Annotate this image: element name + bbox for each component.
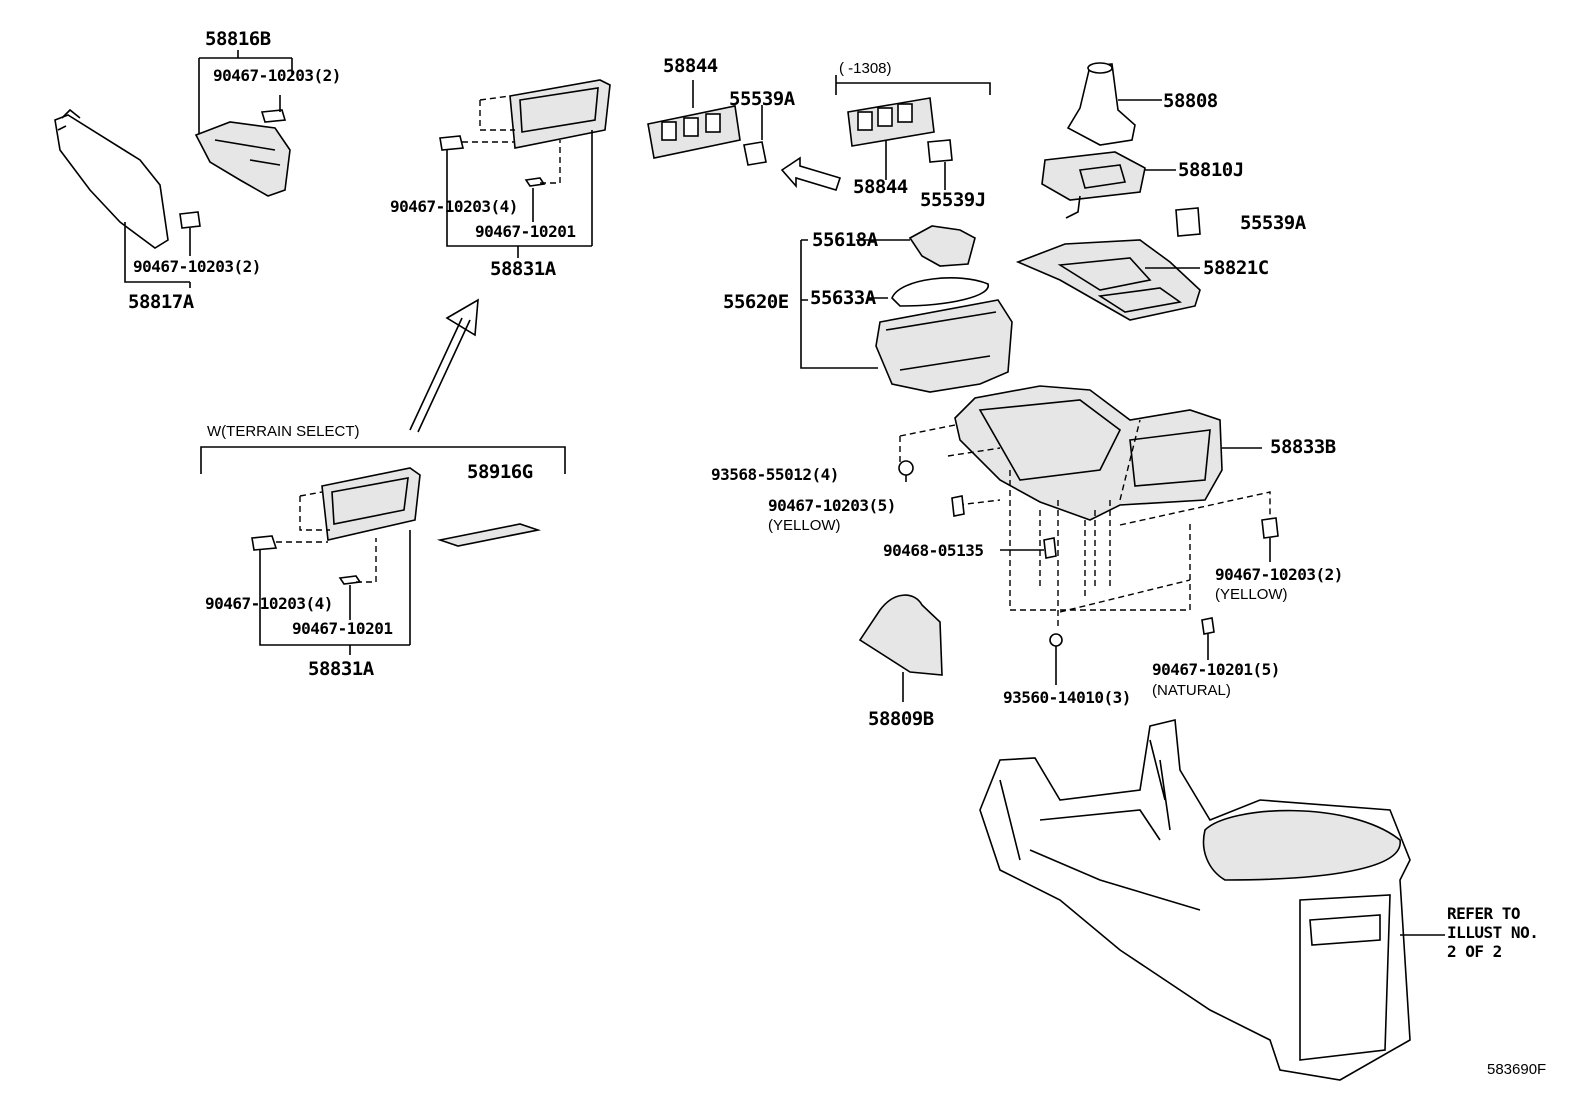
label-90467-10203-4-b: 90467-10203(4) — [205, 594, 333, 613]
label-55633A: 55633A — [810, 287, 876, 309]
label-2-of-2: 2 OF 2 — [1447, 942, 1502, 961]
label-58833B: 58833B — [1270, 436, 1336, 458]
label-58831A-a: 58831A — [490, 258, 556, 280]
label-58808: 58808 — [1163, 90, 1218, 112]
label-90467-10201-b: 90467-10201 — [292, 619, 393, 638]
label-58816B: 58816B — [205, 28, 271, 50]
part-58809B-cover — [858, 594, 943, 702]
part-58810J-bezel — [1041, 151, 1201, 237]
label-58844-a: 58844 — [663, 55, 718, 77]
label-90468-05135: 90468-05135 — [883, 541, 984, 560]
label-illust-no: ILLUST NO. — [1447, 923, 1539, 942]
figure-code: 583690F — [1487, 1061, 1547, 1078]
part-58808-boot — [1066, 62, 1162, 146]
label-93560-14010-3: 93560-14010(3) — [1003, 688, 1131, 707]
label-90467-10201-a: 90467-10201 — [475, 222, 576, 241]
label-terrain-select: W(TERRAIN SELECT) — [207, 423, 360, 440]
label-93568-55012-4: 93568-55012(4) — [711, 465, 839, 484]
label-58810J: 58810J — [1178, 159, 1244, 181]
label-55539A-b: 55539A — [1240, 212, 1306, 234]
label-55539A-a: 55539A — [729, 88, 795, 110]
part-58844-plates — [647, 75, 991, 191]
label-90467-10203-2-a: 90467-10203(2) — [213, 66, 341, 85]
label-58809B: 58809B — [868, 708, 934, 730]
label-90467-10203-2-b: 90467-10203(2) — [133, 257, 261, 276]
label-58844-b: 58844 — [853, 176, 908, 198]
label-yellow-2: (YELLOW) — [1215, 586, 1288, 603]
part-58916G — [436, 523, 542, 547]
label-yellow-1: (YELLOW) — [768, 517, 841, 534]
part-58831A-bottom — [251, 467, 542, 655]
label-55539J: 55539J — [920, 189, 986, 211]
label-90467-10201-5: 90467-10201(5) — [1152, 660, 1280, 679]
part-58817A-panel — [54, 108, 201, 288]
label-55620E: 55620E — [723, 291, 789, 313]
label-90467-10203-5: 90467-10203(5) — [768, 496, 896, 515]
part-58816B-bracket — [194, 50, 293, 197]
part-58833B-console — [898, 385, 1279, 685]
label-90467-10203-2-c: 90467-10203(2) — [1215, 565, 1343, 584]
part-58821C-panel — [1015, 239, 1201, 321]
label-1308-note: ( -1308) — [839, 60, 892, 77]
part-58831A-top — [409, 79, 611, 433]
label-55618A: 55618A — [812, 229, 878, 251]
terrain-select-bracket — [200, 446, 566, 474]
label-58817A: 58817A — [128, 291, 194, 313]
label-58831A-b: 58831A — [308, 658, 374, 680]
label-58821C: 58821C — [1203, 257, 1269, 279]
label-refer-to: REFER TO — [1447, 904, 1521, 923]
part-cup-holder-group — [800, 225, 1013, 393]
label-natural: (NATURAL) — [1152, 682, 1231, 699]
label-90467-10203-4-a: 90467-10203(4) — [390, 197, 518, 216]
console-assembly-illustration — [979, 719, 1445, 1081]
label-58916G: 58916G — [467, 461, 533, 483]
